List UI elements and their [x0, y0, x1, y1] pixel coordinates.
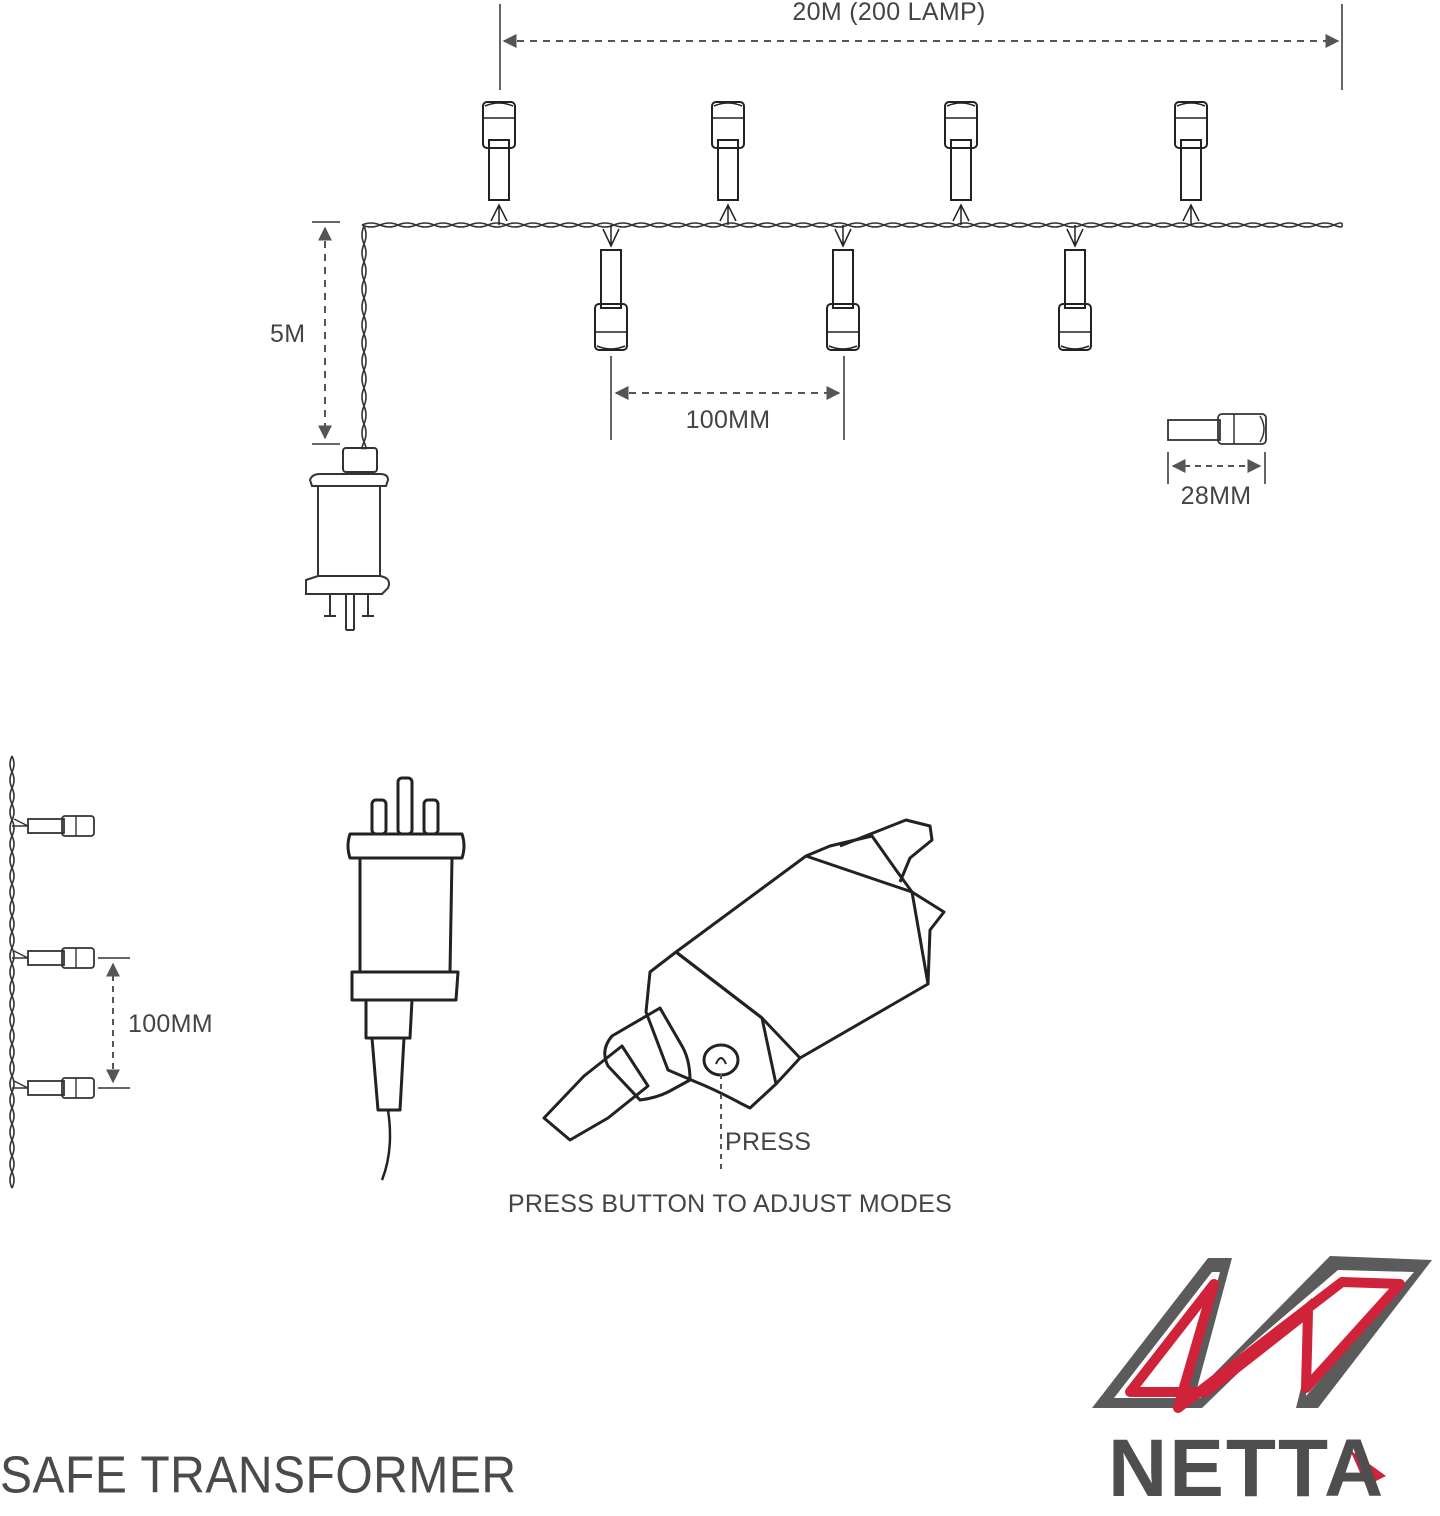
- page-title: SAFE TRANSFORMER: [0, 1447, 517, 1505]
- side-spacing-label: 100MM: [128, 1010, 213, 1038]
- press-label: PRESS: [725, 1128, 812, 1156]
- lamp-upper-2: [711, 101, 745, 225]
- lamp-length-label: 28MM: [1180, 482, 1252, 510]
- lamp-lower-2: [826, 225, 860, 351]
- instruction-text: PRESS BUTTON TO ADJUST MODES: [507, 1190, 953, 1218]
- lamp-upper-1: [482, 101, 516, 225]
- lamp-detail: [1167, 413, 1267, 484]
- side-lamp-3: [12, 1077, 95, 1099]
- lead-length-label: 5M: [270, 320, 306, 348]
- netta-logo: [1092, 1256, 1432, 1486]
- lamp-lower-1: [594, 225, 628, 351]
- lamp-upper-3: [944, 101, 978, 225]
- lead-wire: [361, 225, 367, 450]
- string-light-diagram: [305, 4, 1343, 631]
- side-lamp-1: [12, 815, 95, 837]
- transformer-front-view: [346, 776, 466, 1181]
- total-length-label: 20M (200 LAMP): [792, 0, 986, 26]
- lamp-spacing-label: 100MM: [685, 406, 771, 434]
- main-wire: [361, 222, 1343, 228]
- controller-3d-view: [542, 818, 946, 1142]
- brand-name: NETTA: [1108, 1423, 1386, 1514]
- lamp-upper-4: [1174, 101, 1208, 225]
- side-lamp-2: [12, 947, 95, 969]
- lamp-lower-3: [1058, 225, 1092, 351]
- transformer-plug-small: [305, 447, 390, 631]
- side-view-diagram: [9, 755, 130, 1189]
